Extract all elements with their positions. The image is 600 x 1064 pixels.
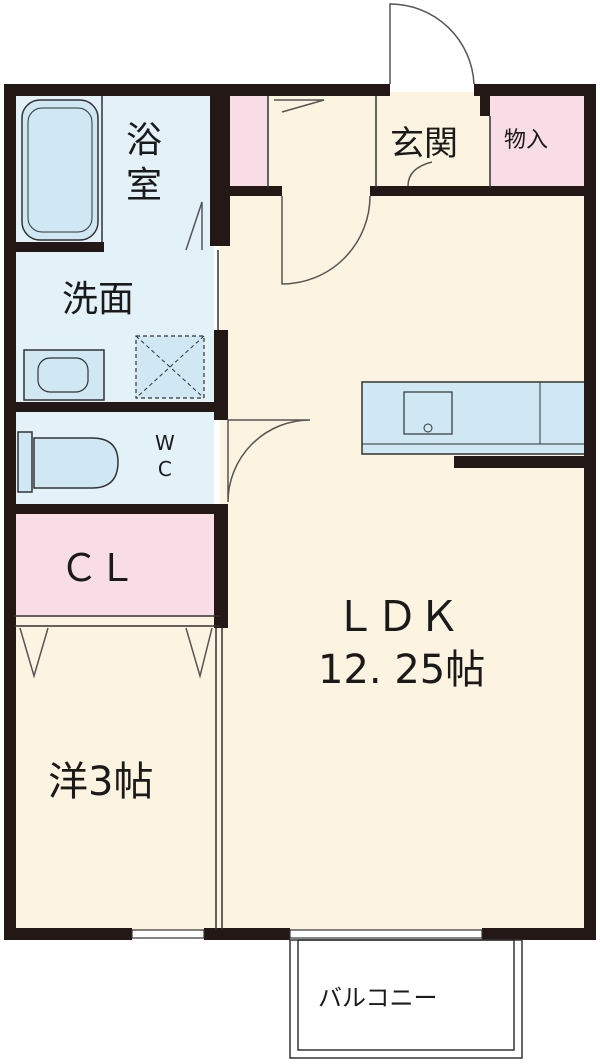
label-storage: 物入: [504, 128, 549, 153]
bathtub: [21, 99, 99, 241]
label-ldk-name: ＬＤＫ: [334, 592, 461, 641]
closet-room: [14, 512, 214, 616]
label-bath: 浴 室: [126, 120, 163, 206]
walls: [4, 84, 596, 940]
storage-room: [490, 92, 586, 192]
toilet-tank: [17, 431, 33, 493]
label-ldk-size: 12. 25帖: [318, 647, 486, 693]
label-entrance: 玄関: [390, 124, 458, 164]
ldk-room: [220, 196, 586, 936]
label-toilet: W C: [155, 431, 175, 481]
doors: [19, 3, 475, 679]
bathtub-inner: [27, 107, 93, 233]
label-balcony: バルコニー: [318, 984, 438, 1012]
label-washroom: 洗面: [62, 279, 135, 320]
label-closet: ＣＬ: [60, 546, 137, 590]
label-western: 洋3帖: [48, 759, 154, 805]
windows: [131, 929, 483, 939]
balcony: [289, 939, 523, 1059]
toilet-bowl: [33, 437, 119, 489]
kitchen-counter: [361, 381, 587, 455]
partitions: [14, 96, 491, 930]
western-room: [14, 616, 220, 936]
kitchen-sink: [403, 391, 453, 435]
wash-basin-bowl: [37, 357, 89, 393]
